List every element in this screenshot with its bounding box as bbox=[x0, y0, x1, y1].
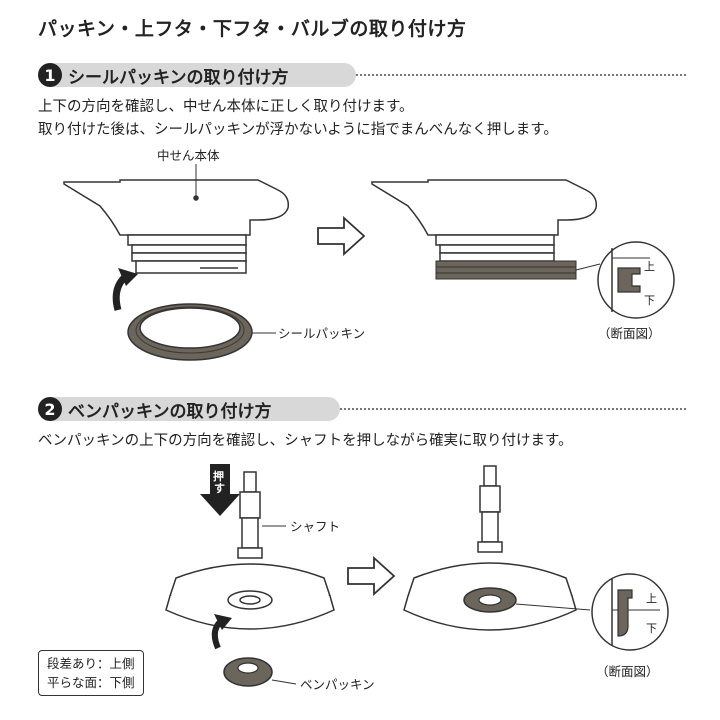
curved-arrow-icon bbox=[112, 268, 138, 311]
ben-packing bbox=[223, 657, 273, 687]
stopper-body-assembled-illustration bbox=[371, 179, 598, 262]
ben-packing-orientation-note: 段差あり：上側 平らな面：下側 bbox=[38, 650, 144, 696]
section2-illustration: 押 す シャフト ベンパッキン bbox=[165, 464, 669, 692]
section1-line2: 取り付けた後は、シールパッキンが浮かないように指でまんべんなく押します。 bbox=[38, 122, 558, 138]
arrow-right-outline-icon bbox=[317, 215, 366, 257]
section1-header: 1 シールパッキンの取り付け方 bbox=[38, 60, 289, 90]
seal-packing-ring bbox=[127, 303, 253, 361]
section1-line1: 上下の方向を確認し、中せん本体に正しく取り付けます。 bbox=[38, 99, 414, 115]
section2-description: ベンパッキンの上下の方向を確認し、シャフトを押しながら確実に取り付けます。 bbox=[38, 433, 573, 449]
page-title: パッキン・上フタ・下フタ・バルブの取り付け方 bbox=[38, 18, 467, 40]
legend-line-1: 段差あり：上側 bbox=[47, 656, 135, 671]
stopper-body-label: 中せん本体 bbox=[157, 148, 220, 163]
seal-cross-section-caption: （断面図） bbox=[598, 326, 661, 341]
ben-cross-section bbox=[591, 573, 669, 651]
ben-cross-down-label: 下 bbox=[646, 622, 657, 635]
section2-divider bbox=[340, 408, 686, 410]
push-label-2: す bbox=[214, 482, 225, 495]
push-label-1: 押 bbox=[213, 469, 224, 483]
section1-illustration: 中せん本体 シールパッキン 上 下 （断面図） bbox=[63, 148, 675, 361]
seal-cross-section bbox=[597, 241, 675, 319]
seal-packing-attached bbox=[435, 260, 577, 280]
section1-number: 1 bbox=[38, 63, 62, 87]
section1-description: 上下の方向を確認し、中せん本体に正しく取り付けます。 取り付けた後は、シールパッ… bbox=[38, 96, 558, 142]
legend-line-2: 平らな面：下側 bbox=[47, 675, 135, 690]
ben-cross-up-label: 上 bbox=[646, 592, 657, 605]
arrow-right-outline-icon bbox=[347, 555, 396, 597]
shaft-label: シャフト bbox=[290, 519, 340, 534]
section1-divider bbox=[356, 74, 686, 76]
valve-assembled-illustration bbox=[403, 465, 577, 631]
push-down-arrow-icon bbox=[200, 464, 240, 516]
ben-packing-label: ベンパッキン bbox=[300, 677, 375, 692]
section1-heading: シールパッキンの取り付け方 bbox=[68, 67, 289, 88]
seal-cross-down-label: 下 bbox=[644, 294, 655, 307]
section2-heading: ベンパッキンの取り付け方 bbox=[68, 401, 272, 422]
valve-illustration bbox=[165, 471, 335, 630]
ben-packing-attached bbox=[463, 587, 517, 613]
curved-arrow-icon bbox=[211, 614, 232, 650]
seal-cross-up-label: 上 bbox=[644, 260, 655, 273]
seal-packing-label: シールパッキン bbox=[278, 326, 365, 341]
section2-header: 2 ベンパッキンの取り付け方 bbox=[38, 394, 272, 424]
stopper-body-illustration bbox=[63, 179, 290, 274]
section2-number: 2 bbox=[38, 397, 62, 421]
ben-cross-section-caption: （断面図） bbox=[596, 664, 659, 679]
